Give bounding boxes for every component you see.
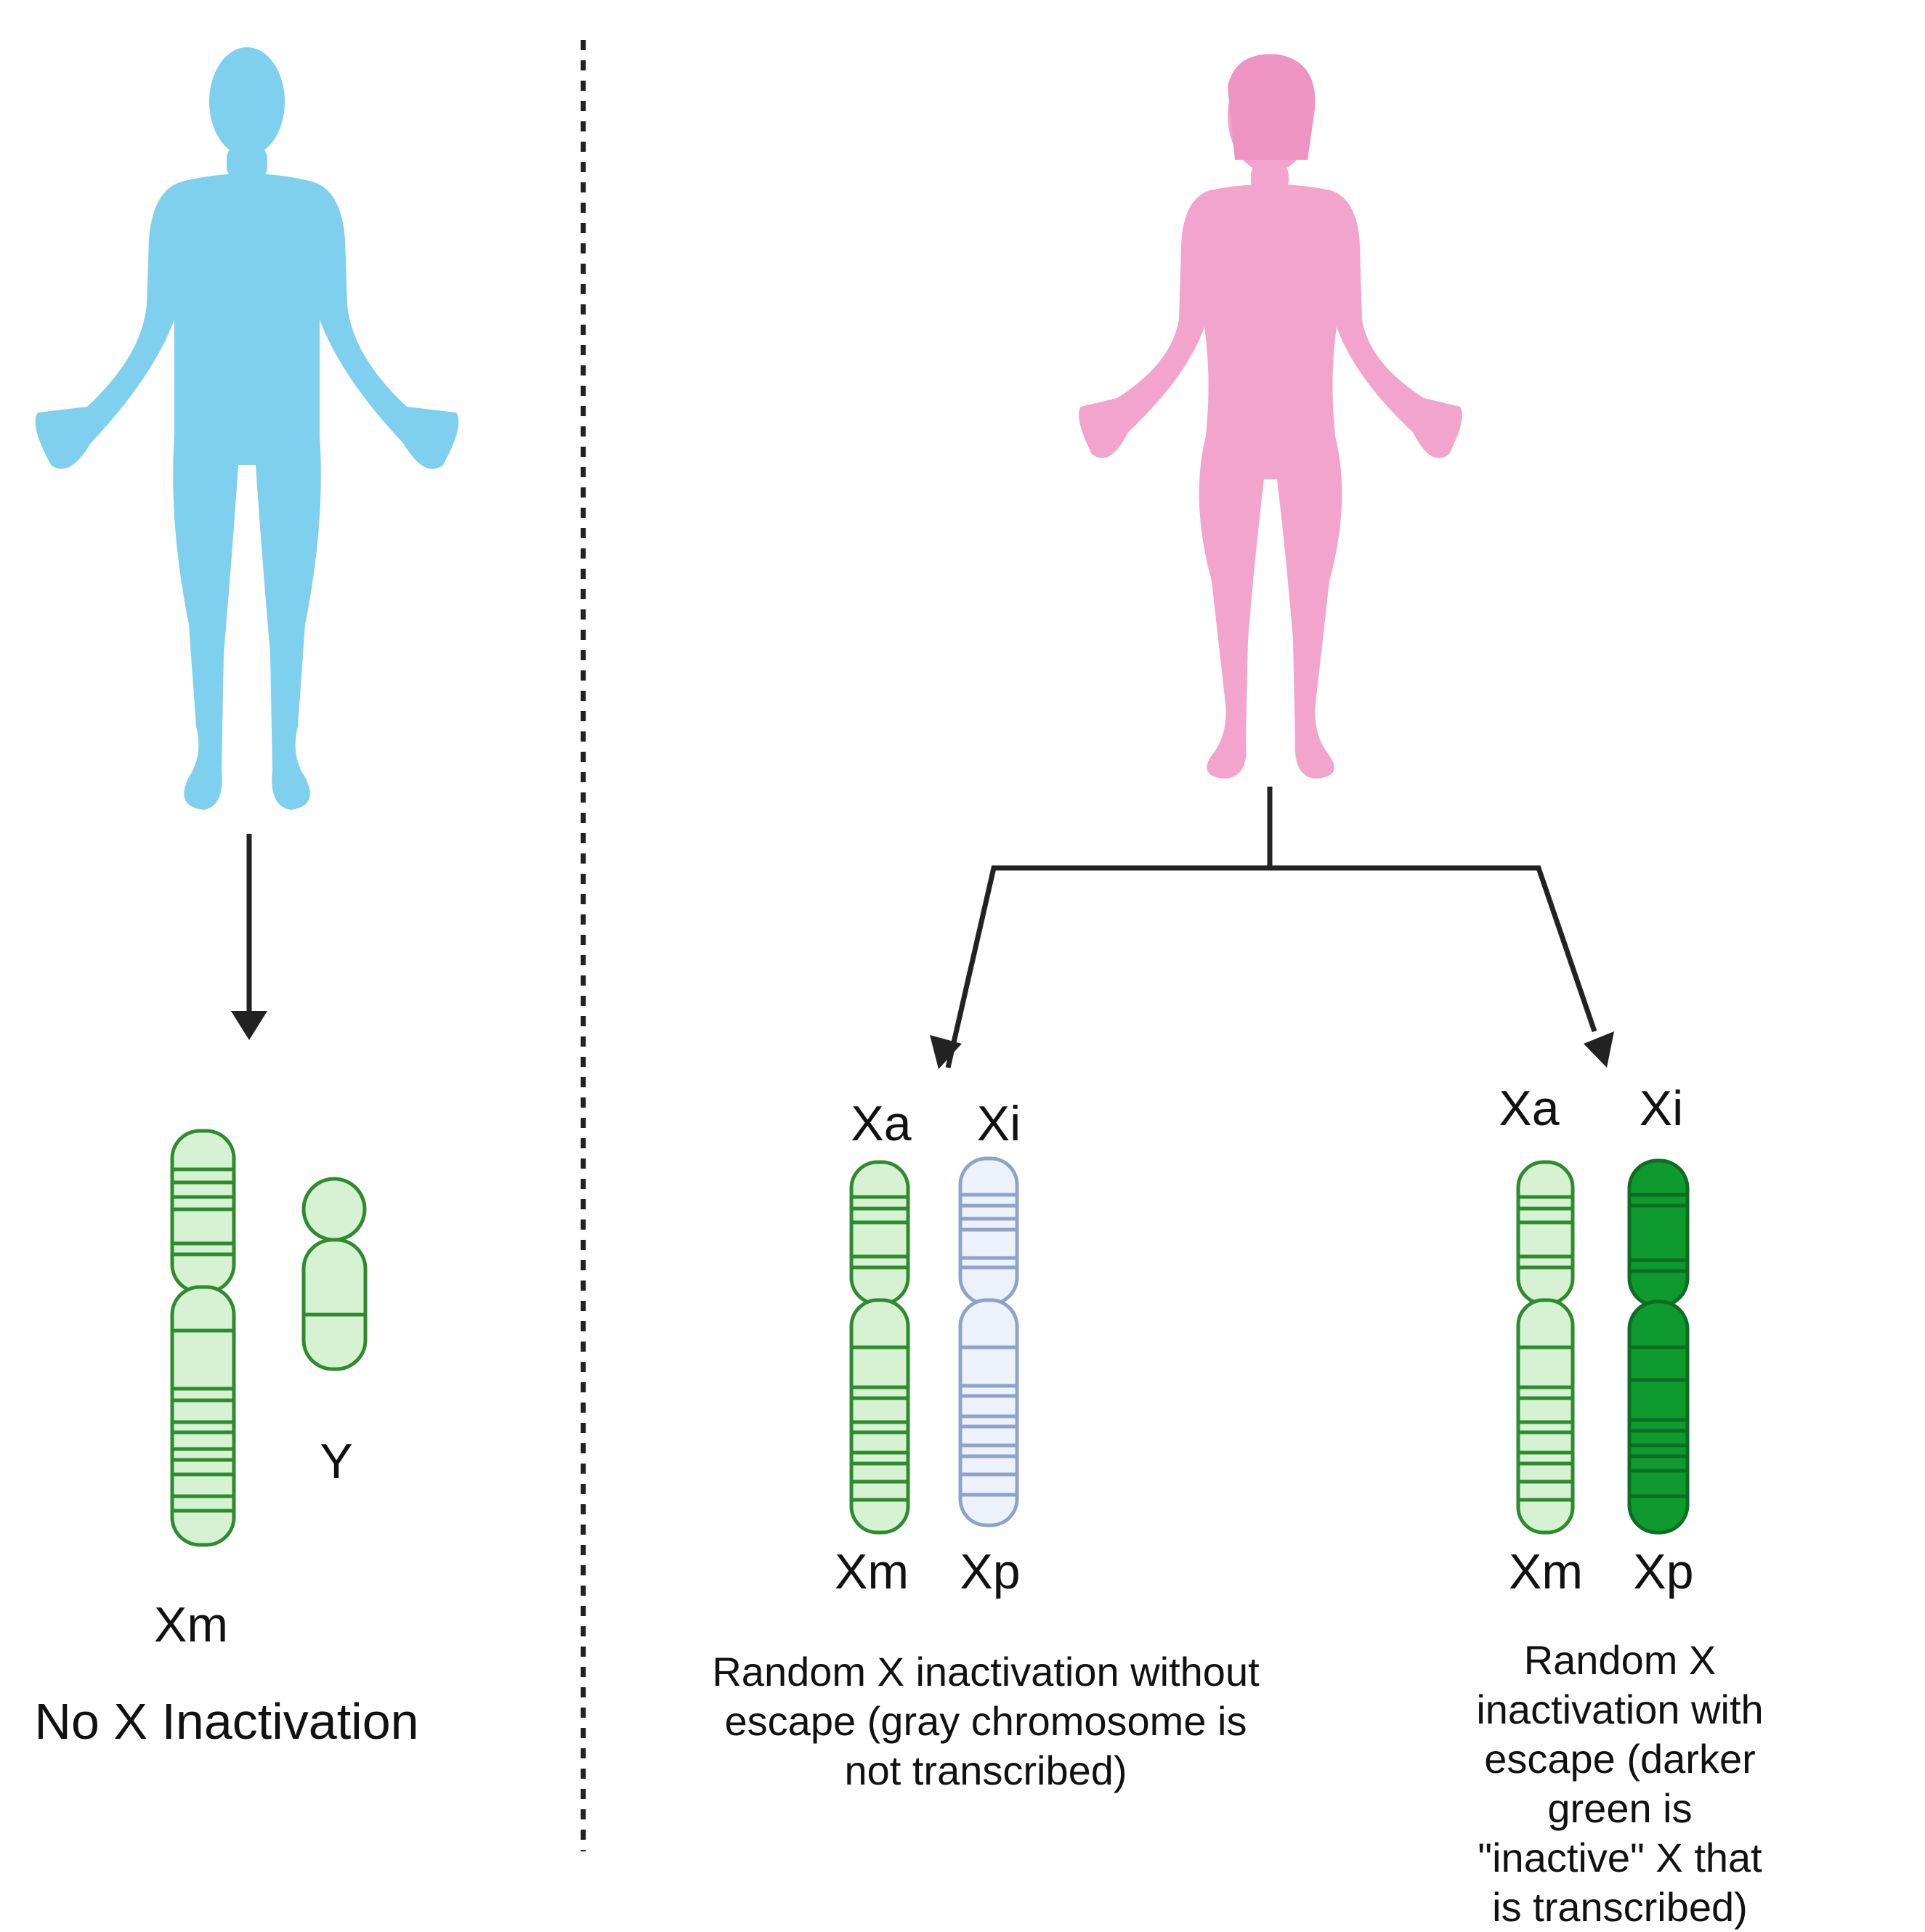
diagram-canvas bbox=[35, 40, 1690, 1851]
left-xa-label: Xa bbox=[851, 1096, 912, 1151]
right-pair-caption: Random X inactivation with escape (darke… bbox=[1467, 1636, 1772, 1932]
female-figure-icon bbox=[1079, 54, 1462, 779]
right-caption-line-2: escape (darker green is bbox=[1484, 1736, 1756, 1831]
right-caption-line-1: Random X inactivation with bbox=[1476, 1637, 1764, 1732]
diagram: Y Xm No X Inactivation Xa Xi Xm Xp Rando… bbox=[34, 40, 1764, 1930]
left-caption-line-1: Random X inactivation without bbox=[712, 1649, 1260, 1694]
male-x-chromosome bbox=[170, 1129, 236, 1547]
male-caption: No X Inactivation bbox=[34, 1693, 419, 1750]
female-right-xi-chromosome bbox=[1627, 1158, 1690, 1535]
right-xi-label: Xi bbox=[1639, 1081, 1684, 1136]
female-left-xi-chromosome bbox=[958, 1156, 1019, 1527]
left-xm-label: Xm bbox=[835, 1544, 909, 1599]
right-xp-label: Xp bbox=[1633, 1544, 1694, 1599]
female-left-arrowhead bbox=[930, 1035, 962, 1069]
female-right-arrowhead bbox=[1584, 1031, 1614, 1068]
left-xi-label: Xi bbox=[976, 1096, 1021, 1151]
right-xm-label: Xm bbox=[1509, 1544, 1583, 1599]
female-left-xa-chromosome bbox=[849, 1160, 910, 1535]
male-figure-icon bbox=[35, 47, 459, 810]
left-caption-line-3: not transcribed) bbox=[844, 1748, 1127, 1793]
male-y-label: Y bbox=[320, 1434, 353, 1489]
left-xp-label: Xp bbox=[960, 1544, 1021, 1599]
female-right-xa-chromosome bbox=[1516, 1160, 1575, 1535]
male-arrowhead bbox=[231, 1011, 267, 1040]
female-branch-line bbox=[945, 865, 1597, 1068]
left-caption-line-2: escape (gray chromosome is bbox=[724, 1698, 1247, 1744]
left-pair-caption: Random X inactivation without escape (gr… bbox=[712, 1647, 1259, 1795]
male-xm-label: Xm bbox=[154, 1597, 228, 1652]
right-xa-label: Xa bbox=[1499, 1081, 1560, 1136]
male-y-chromosome bbox=[301, 1177, 368, 1371]
right-caption-line-3: "inactive" X that is transcribed) bbox=[1478, 1835, 1762, 1930]
